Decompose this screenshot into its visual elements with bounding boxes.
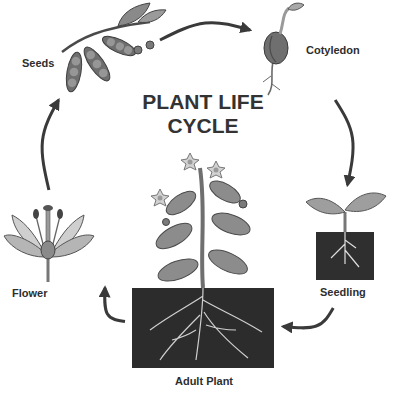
sprout-leaf (288, 3, 304, 10)
cycle-arrow (42, 100, 58, 190)
sprout (280, 8, 289, 34)
stage-label: Adult Plant (125, 375, 283, 388)
seed-pods-illustration (62, 3, 166, 93)
flower-center (158, 196, 163, 201)
pod-shell (100, 33, 138, 60)
soil-block (132, 288, 274, 368)
flower-center (214, 168, 219, 173)
pod-seed (69, 67, 79, 77)
style (46, 210, 50, 244)
leaf (345, 193, 386, 212)
cycle-arrow (105, 288, 125, 322)
flower (151, 189, 169, 206)
leaf (209, 209, 253, 240)
flower (207, 161, 225, 178)
flower (181, 153, 199, 170)
rootlet (263, 76, 280, 90)
roots (331, 232, 359, 267)
stem (47, 258, 50, 282)
cotyledon-illustration (263, 3, 304, 95)
leaf (162, 187, 199, 220)
stage-node: Seeds (15, 0, 160, 100)
flower-center (188, 160, 193, 165)
seed-pod (64, 51, 85, 93)
pod-seed (67, 78, 77, 88)
root (268, 62, 273, 95)
seedling-illustration (306, 193, 386, 280)
stage-label: Cotyledon (306, 44, 360, 57)
leaf (138, 10, 166, 23)
stem (344, 212, 347, 232)
pod-seed (71, 56, 81, 66)
cycle-arrow (160, 23, 250, 40)
stage-node: Cotyledon (250, 0, 392, 100)
stage-node: Adult Plant (125, 150, 283, 395)
pod-seed (106, 37, 117, 48)
petal (4, 235, 44, 257)
leaf (306, 198, 345, 214)
seed-coat (264, 32, 288, 64)
stage-label: Seedling (320, 286, 366, 299)
adult-plant-illustration (132, 153, 274, 368)
diagram-title: PLANT LIFE CYCLE (126, 90, 280, 138)
cycle-arrow (335, 100, 353, 185)
loose-seed (134, 46, 142, 54)
seed-pod (80, 44, 114, 85)
stem (200, 168, 203, 288)
stage-node: Seedling (300, 185, 395, 308)
anther (33, 209, 39, 219)
seed-pod (100, 33, 138, 60)
pod-seed (97, 67, 109, 79)
bud (239, 200, 247, 208)
petals (181, 153, 199, 170)
seed-seam (270, 36, 276, 62)
ovary (41, 241, 55, 259)
stage-label: Seeds (22, 57, 54, 70)
leaf (152, 218, 196, 254)
leaf (206, 177, 243, 208)
pod-seed (91, 58, 103, 70)
stigma (43, 205, 53, 211)
leaf (205, 245, 251, 279)
bud (163, 219, 170, 226)
soil-block (316, 232, 374, 280)
cycle-arrow (283, 308, 333, 328)
stage-node: Flower (3, 190, 105, 305)
pod-seed (85, 49, 97, 61)
pod-shell (64, 51, 85, 93)
petal (52, 235, 94, 257)
anther (57, 209, 63, 219)
pod-shell (80, 44, 114, 85)
stage-label: Flower (12, 287, 47, 300)
roots (150, 288, 262, 360)
petals (207, 161, 225, 178)
flower-illustration (4, 205, 94, 282)
loose-seed (146, 41, 154, 49)
pod-seed (123, 45, 134, 56)
leaf (155, 254, 201, 285)
pod-seed (115, 41, 126, 52)
petals (151, 189, 169, 206)
